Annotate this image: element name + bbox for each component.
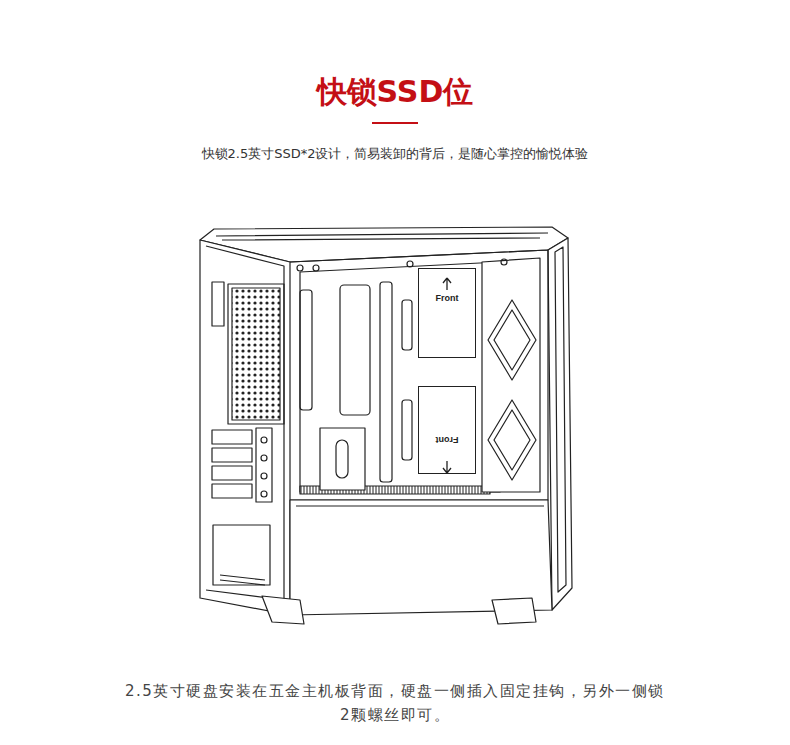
case-outline-part <box>501 259 507 265</box>
caption-text: 2.5英寸硬盘安装在五金主机板背面，硬盘一侧插入固定挂钩，另外一侧锁2颗螺丝即可… <box>125 679 665 727</box>
case-outline-part <box>340 285 370 415</box>
case-outline-part <box>228 284 284 424</box>
case-outline-part <box>300 262 500 492</box>
case-outline-part <box>492 598 536 624</box>
arrow-symbol-line <box>443 461 451 473</box>
case-outline-part <box>313 265 319 271</box>
arrow-symbol <box>419 269 477 359</box>
case-outline-part <box>256 428 272 502</box>
case-outline-part <box>261 437 267 443</box>
case-outline-part <box>488 400 536 480</box>
case-outline-part <box>548 238 572 610</box>
case-outline-part <box>200 240 290 615</box>
arrow-symbol-line <box>443 278 451 290</box>
case-outline-part <box>212 430 252 444</box>
case-outline-part <box>212 282 224 326</box>
page-title: 快锁SSD位 <box>0 72 790 112</box>
subtitle-text: 快锁2.5英寸SSD*2设计，简易装卸的背后，是随心掌控的愉悦体验 <box>95 144 695 164</box>
case-outline-part <box>402 400 412 460</box>
case-outline-part <box>407 261 413 267</box>
case-outline-part <box>380 282 392 482</box>
case-outline-part <box>212 448 252 462</box>
case-outline-part <box>220 575 265 585</box>
arrow-symbol <box>419 387 477 475</box>
case-outline-part <box>320 428 365 490</box>
case-outline-part <box>488 300 536 380</box>
case-outline-part <box>290 500 552 615</box>
case-outline-part <box>261 455 267 461</box>
case-outline-part <box>555 247 566 592</box>
case-outline-part <box>296 505 544 506</box>
case-outline-part <box>300 290 312 410</box>
case-outline-part <box>206 246 284 600</box>
ssd-plate: Front <box>418 386 476 474</box>
case-outline-part <box>212 484 252 498</box>
case-outline-part <box>212 466 252 480</box>
case-outline-part <box>261 473 267 479</box>
case-outline-part <box>482 258 540 492</box>
case-outline-part <box>216 233 548 240</box>
case-outline-part <box>261 491 267 497</box>
title-underline <box>372 122 418 124</box>
case-outline-part <box>336 440 348 478</box>
case-outline <box>200 227 572 624</box>
case-outline-part <box>232 288 280 420</box>
ssd-plate: Front <box>418 268 476 358</box>
case-outline-part <box>213 525 270 585</box>
case-outline-part <box>262 596 304 624</box>
plate-label: Front <box>419 293 475 303</box>
case-outline-part <box>297 265 303 271</box>
case-outline-part <box>402 300 412 350</box>
plate-label: Front <box>419 435 475 445</box>
case-outline-part <box>290 250 548 500</box>
